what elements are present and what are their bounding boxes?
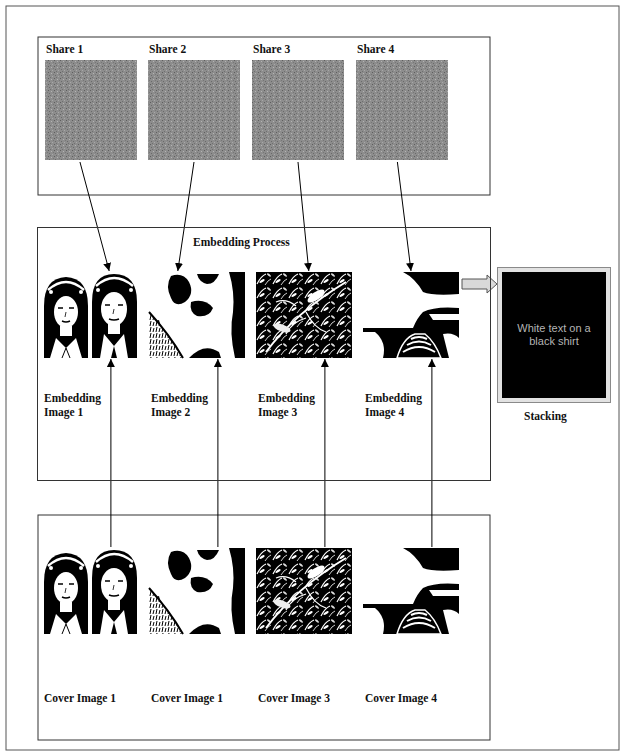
flow-arrow [324,359,325,547]
road-picture [363,548,459,634]
share-panel [38,37,490,195]
foliage-picture [256,548,352,634]
process-panel: Embedding ProcessEmbedding Image 1Embedd… [38,228,490,480]
road-picture [363,272,459,358]
flow-arrow [110,359,111,547]
flow-arrow [298,162,309,271]
image-label: Cover Image 1 [151,692,223,706]
portrait-picture [42,548,138,634]
flow-arrow [397,162,411,271]
share-image: Share 3 [252,60,344,160]
image-label: Embedding Image 3 [258,392,330,420]
stacked-screen: White text on a black shirtStacking [498,268,610,402]
share-image: Share 1 [45,60,137,160]
blob-picture [149,272,245,358]
embedded-image: Embedding Image 3 [256,272,352,358]
share-noise [45,60,137,160]
cover-image: Cover Image 3 [256,548,352,634]
embedded-image: Embedding Image 2 [149,272,245,358]
portrait-picture [42,272,138,358]
flow-arrow [178,162,194,271]
share-image: Share 4 [356,60,448,160]
share-label: Share 2 [149,43,186,57]
share-noise [356,60,448,160]
share-noise [148,60,240,160]
image-label: Cover Image 1 [44,692,116,706]
flow-arrow [80,162,109,271]
foliage-picture [256,272,352,358]
image-label: Cover Image 3 [258,692,330,706]
embedded-image: Embedding Image 1 [42,272,138,358]
stacking-label: Stacking [524,410,567,424]
share-label: Share 3 [253,43,290,57]
image-label: Embedding Image 4 [365,392,437,420]
flow-arrow [217,359,218,547]
blob-picture [149,548,245,634]
image-label: Embedding Image 1 [44,392,116,420]
cover-panel [38,515,490,740]
cover-image: Cover Image 1 [149,548,245,634]
image-label: Embedding Image 2 [151,392,223,420]
share-label: Share 4 [357,43,394,57]
image-label: Cover Image 4 [365,692,437,706]
panel-title: Embedding Process [193,236,290,250]
screen-text: White text on a black shirt [502,322,606,348]
share-label: Share 1 [46,43,83,57]
share-image: Share 2 [148,60,240,160]
share-noise [252,60,344,160]
outer-frame [6,6,619,750]
cover-image: Cover Image 4 [363,548,459,634]
embedded-image: Embedding Image 4 [363,272,459,358]
block-arrow [462,275,497,293]
cover-image: Cover Image 1 [42,548,138,634]
flow-arrow [431,359,432,547]
